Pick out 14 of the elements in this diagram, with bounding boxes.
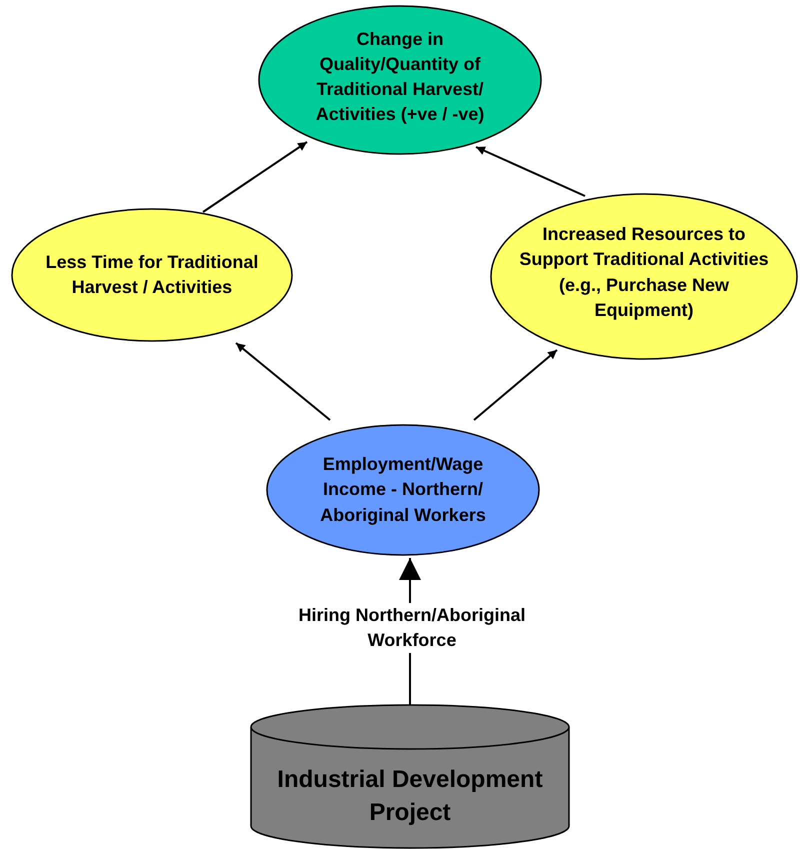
node-label: Less Time for Traditional Harvest / Activities bbox=[44, 250, 260, 299]
node-label: Change in Quality/Quantity of Traditional Harvest/ Activities (+ve / -ve) bbox=[314, 28, 486, 126]
ellipse-node bbox=[266, 424, 540, 556]
arrow bbox=[235, 342, 331, 421]
arrow bbox=[476, 146, 586, 197]
ellipse-node bbox=[258, 5, 542, 155]
arrow bbox=[473, 349, 558, 421]
node-label: Increased Resources to Support Traditional Activities (e.g., Purchase New Equipment) bbox=[518, 223, 770, 322]
ellipse-node bbox=[11, 208, 293, 342]
node-label: Industrial Development Project bbox=[276, 765, 544, 828]
ellipse-node bbox=[490, 193, 798, 360]
arrow bbox=[202, 141, 308, 213]
cylinder-node bbox=[250, 705, 570, 848]
node-label: Employment/Wage Income - Northern/ Aboriginal Workers bbox=[319, 453, 487, 527]
